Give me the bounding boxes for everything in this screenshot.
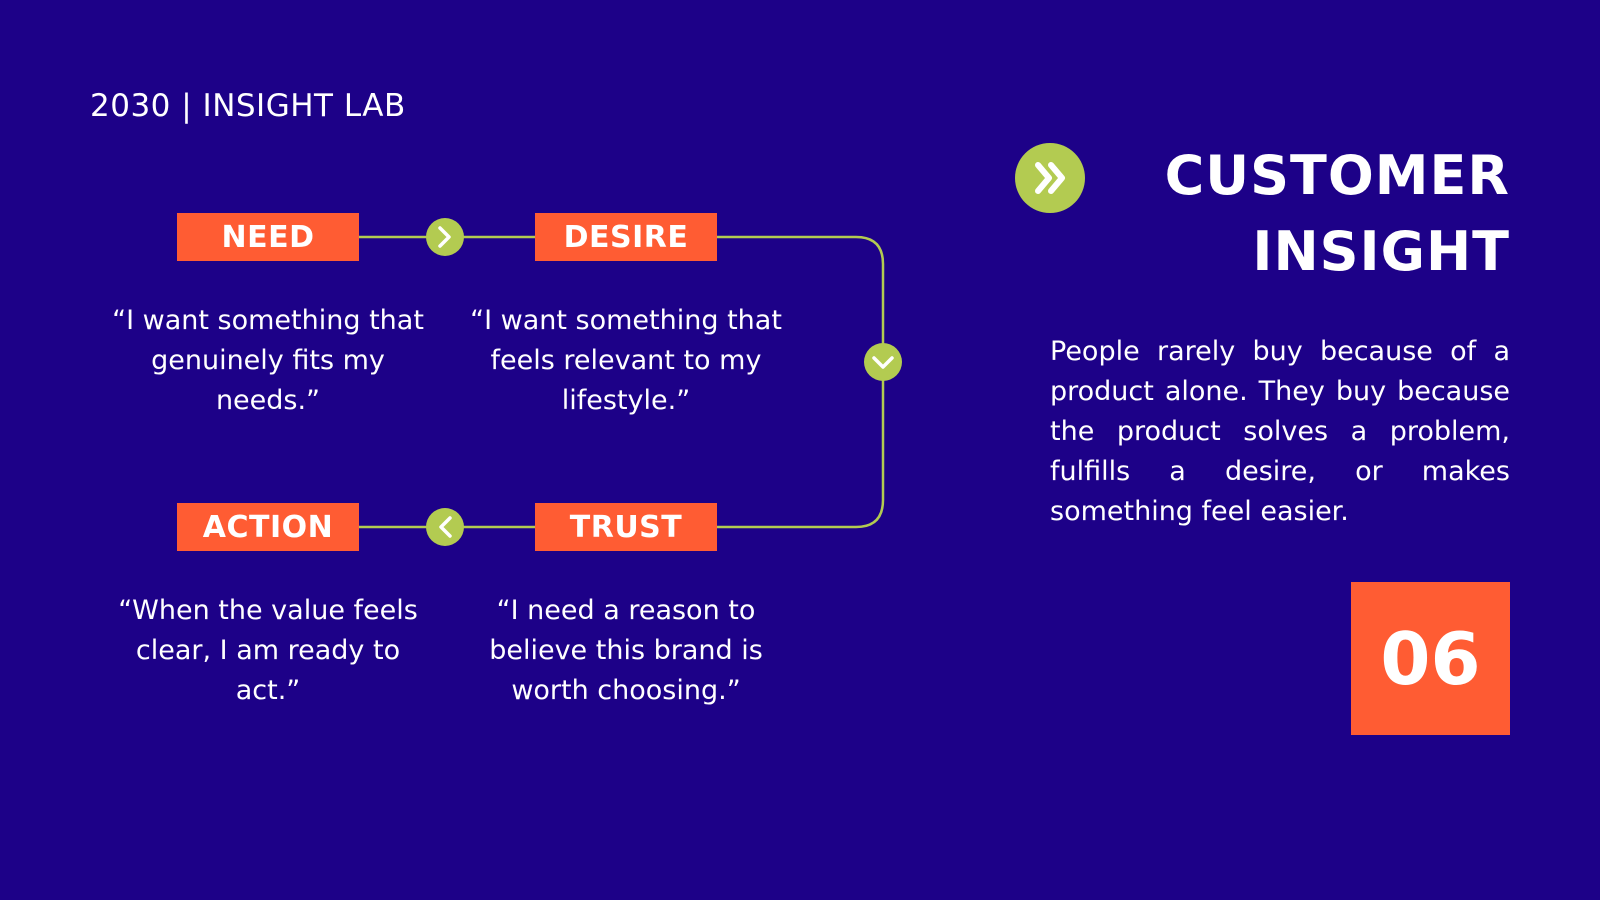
- page-title-line1: CUSTOMER: [1164, 144, 1510, 207]
- page-number-badge: 06: [1351, 582, 1510, 735]
- stage-desire-box: DESIRE: [535, 213, 717, 261]
- stage-action-box: ACTION: [177, 503, 359, 551]
- double-chevron-right-icon: [1015, 143, 1085, 213]
- chevron-down-icon: [864, 343, 902, 381]
- chevron-left-icon: [426, 508, 464, 546]
- stage-need-quote: “I want something that genuinely fits my…: [112, 305, 424, 416]
- stage-desire-quote: “I want something that feels relevant to…: [470, 305, 782, 416]
- brand-header: 2030 | INSIGHT LAB: [90, 88, 406, 124]
- stage-action-quote: “When the value feels clear, I am ready …: [118, 595, 418, 706]
- stage-trust-quote: “I need a reason to believe this brand i…: [489, 595, 763, 706]
- page-title-line2: INSIGHT: [1252, 220, 1510, 283]
- page-title: CUSTOMER INSIGHT: [1165, 138, 1510, 290]
- stage-need-box: NEED: [177, 213, 359, 261]
- stage-trust-box: TRUST: [535, 503, 717, 551]
- insight-description: People rarely buy because of a product a…: [1050, 336, 1510, 527]
- chevron-right-icon: [426, 218, 464, 256]
